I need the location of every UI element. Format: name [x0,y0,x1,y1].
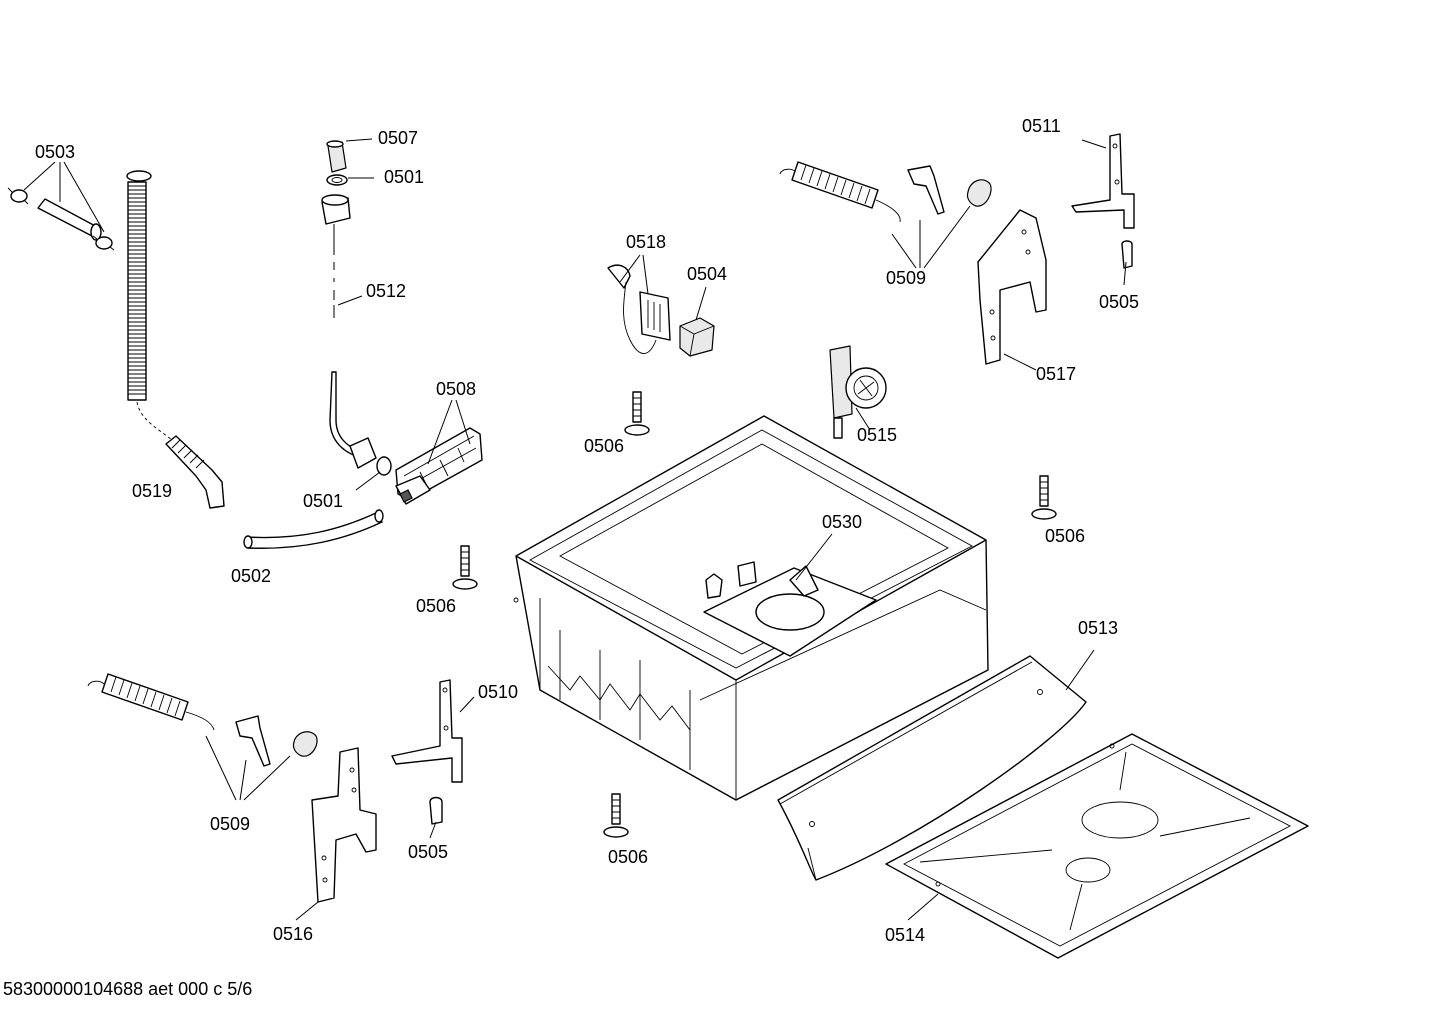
label-0518: 0518 [626,232,666,252]
label-0505-bottom: 0505 [408,842,448,862]
label-0512: 0512 [366,281,406,301]
part-0509-spring-bottom [87,673,318,767]
part-0514-base-plate [885,733,1309,959]
label-0502: 0502 [231,566,271,586]
part-0506-screw-a [624,391,650,436]
label-0501-top: 0501 [384,167,424,187]
part-0518-wiring-harness [607,264,671,354]
label-0509-top: 0509 [886,268,926,288]
label-0505-top: 0505 [1099,292,1139,312]
part-0509-spring-top [779,161,992,223]
label-0508: 0508 [436,379,476,399]
label-0501-bottom: 0501 [303,491,343,511]
label-0511: 0511 [1022,116,1061,136]
part-0519-drain-hose [126,170,225,509]
leader-lines [23,138,1127,921]
part-0513-kick-panel [777,655,1087,881]
part-0510-hinge-bracket [391,679,463,825]
label-0506-c: 0506 [416,596,456,616]
label-0506-a: 0506 [584,436,624,456]
part-0506-screw-b [1031,475,1057,520]
part-0502-hose [243,509,384,549]
part-0507-0501-0512-inlet-assembly [321,140,392,476]
label-0516: 0516 [273,924,313,944]
label-0530: 0530 [822,512,862,532]
part-0506-screw-c [452,545,478,590]
label-0506-d: 0506 [608,847,648,867]
label-0503: 0503 [35,142,75,162]
label-0507: 0507 [378,128,418,148]
part-0503-hose-sleeve-with-clamps [7,187,115,251]
part-0506-screw-d [603,793,629,838]
label-0504: 0504 [687,264,727,284]
part-0511-hinge-bracket [1071,133,1135,269]
label-0509-bottom: 0509 [210,814,250,834]
part-0508-inlet-valve [395,427,483,505]
label-0515: 0515 [857,425,897,445]
label-0506-b: 0506 [1045,526,1085,546]
part-0517-hinge-bracket [977,209,1047,365]
label-0519: 0519 [132,481,172,501]
document-code-footer: 58300000104688 aet 000 c 5/6 [3,979,253,999]
part-0504-connector [679,317,715,357]
label-0517: 0517 [1036,364,1076,384]
label-0514: 0514 [885,925,925,945]
label-0513: 0513 [1078,618,1118,638]
part-labels: 0503 0507 0501 0512 0508 0501 0519 0502 … [35,116,1139,945]
part-0515-pump [829,345,887,439]
part-base-tub-assembly [513,415,989,801]
part-0516-hinge-bracket [311,747,377,903]
label-0510: 0510 [478,682,518,702]
